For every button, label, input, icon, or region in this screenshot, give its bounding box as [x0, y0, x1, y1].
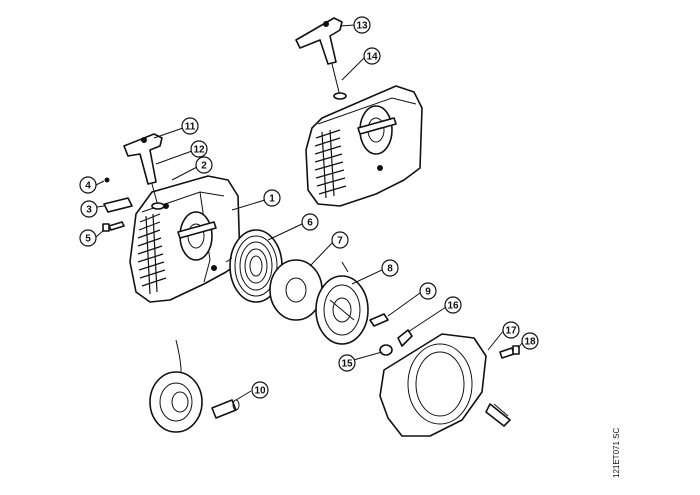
svg-text:9: 9: [425, 287, 431, 298]
svg-text:17: 17: [505, 326, 517, 337]
spring-housing: [269, 259, 323, 321]
starter-cover: [379, 333, 487, 437]
callout-12: 12: [190, 140, 208, 158]
svg-text:16: 16: [447, 301, 459, 312]
rope-rotor: [315, 261, 369, 345]
sleeve: [211, 399, 240, 419]
starter-grip-right: [295, 17, 347, 100]
callout-8: 8: [381, 259, 399, 277]
callout-1: 1: [263, 189, 281, 207]
callout-18: 18: [521, 332, 539, 350]
rope-rotor-with-rope: [149, 339, 203, 433]
small-parts-left: [102, 177, 133, 232]
callout-6: 6: [301, 213, 319, 231]
svg-text:15: 15: [341, 359, 353, 370]
callout-10: 10: [251, 381, 269, 399]
pawl: [369, 313, 389, 327]
callout-3: 3: [80, 200, 98, 218]
fan-housing-left: [129, 175, 241, 303]
svg-text:5: 5: [85, 234, 91, 245]
svg-text:13: 13: [356, 21, 368, 32]
callout-11: 11: [181, 117, 199, 135]
callout-9: 9: [419, 282, 437, 300]
callout-13: 13: [353, 16, 371, 34]
callout-15: 15: [338, 354, 356, 372]
leader-lines: [95, 24, 523, 401]
svg-text:4: 4: [85, 181, 91, 192]
svg-text:18: 18: [524, 337, 536, 348]
svg-text:8: 8: [387, 264, 393, 275]
rewind-spring: [225, 229, 283, 303]
callout-7: 7: [331, 231, 349, 249]
washer-and-clip: [379, 329, 413, 356]
callout-5: 5: [79, 229, 97, 247]
starter-grip-left: [123, 133, 165, 210]
callout-16: 16: [444, 296, 462, 314]
svg-text:3: 3: [86, 205, 92, 216]
svg-text:1: 1: [269, 194, 275, 205]
fan-housing-right: [305, 85, 423, 207]
callout-14: 14: [363, 47, 381, 65]
svg-text:2: 2: [201, 161, 207, 172]
svg-text:7: 7: [337, 236, 343, 247]
drawing-code: 121ET071 SC: [612, 427, 621, 478]
screw: [499, 345, 520, 359]
svg-text:12: 12: [193, 145, 205, 156]
callout-2: 2: [195, 156, 213, 174]
svg-text:14: 14: [366, 52, 378, 63]
callout-17: 17: [502, 321, 520, 339]
handle-sleeve: [485, 403, 511, 427]
callout-4: 4: [79, 176, 97, 194]
svg-text:6: 6: [307, 218, 313, 229]
svg-text:11: 11: [185, 122, 196, 133]
svg-text:10: 10: [254, 386, 266, 397]
